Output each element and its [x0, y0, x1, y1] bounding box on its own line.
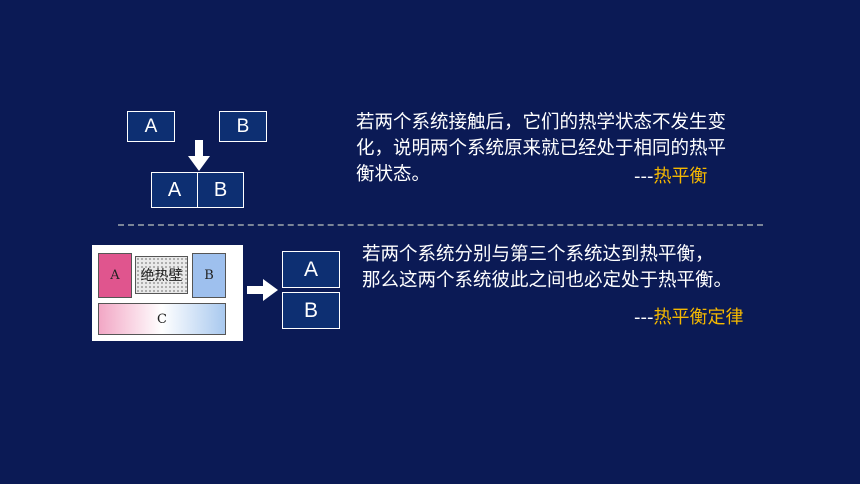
stack-box-b: B	[282, 292, 340, 329]
stack-box-a: A	[282, 251, 340, 288]
figure-system-c: C	[98, 303, 226, 335]
top-text-line-1: 若两个系统接触后，它们的热学状态不发生变	[356, 112, 727, 133]
top-text-line-3: 衡状态。	[356, 164, 431, 185]
section-divider	[118, 224, 763, 226]
figure-system-b: B	[192, 253, 226, 298]
top-signature: ---热平衡	[634, 162, 708, 188]
bottom-text-line-1: 若两个系统分别与第三个系统达到热平衡，	[362, 244, 714, 265]
figure-adiabatic-wall: 绝热壁	[135, 256, 188, 294]
bottom-text-line-2: 那么这两个系统彼此之间也必定处于热平衡。	[362, 270, 733, 291]
combined-box-b: B	[197, 172, 244, 208]
box-a: A	[127, 111, 175, 142]
down-arrow-icon	[188, 140, 210, 171]
bottom-signature-label: 热平衡定律	[653, 307, 744, 328]
top-signature-dashes: ---	[634, 166, 654, 187]
box-b: B	[219, 111, 267, 142]
right-arrow-icon	[247, 279, 278, 301]
combined-box-a: A	[151, 172, 198, 208]
figure-system-a: A	[98, 253, 132, 298]
bottom-signature-dashes: ---	[634, 307, 654, 328]
bottom-signature: ---热平衡定律	[634, 303, 744, 329]
top-signature-label: 热平衡	[653, 166, 708, 187]
adiabatic-wall-figure: A 绝热壁 B C	[92, 245, 243, 341]
top-text-line-2: 化，说明两个系统原来就已经处于相同的热平	[356, 138, 727, 159]
